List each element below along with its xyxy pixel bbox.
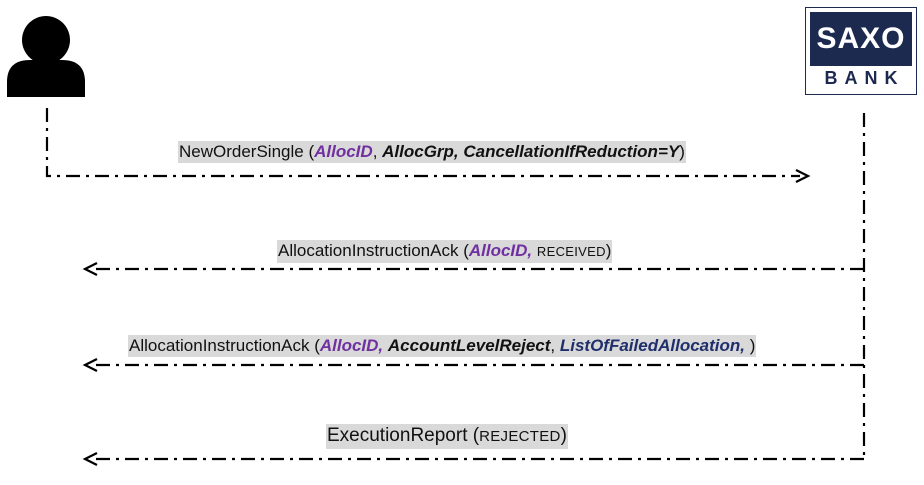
paren-close: ) — [679, 142, 685, 161]
param-alloc-id: AllocID, — [468, 241, 533, 260]
separator: , — [372, 142, 383, 161]
arrowhead-left-icon — [82, 262, 98, 276]
user-icon — [7, 16, 85, 97]
saxo-bank-logo: SAXO BANK — [805, 7, 917, 95]
paren-open: ( — [303, 142, 315, 161]
message-name: ExecutionReport — [327, 425, 468, 446]
message-name: NewOrderSingle — [179, 142, 304, 161]
arrowhead-left-icon — [82, 452, 98, 466]
arrowhead-left-icon — [82, 358, 98, 372]
paren-close: ) — [744, 336, 756, 355]
message-label-allocation-ack-reject: AllocationInstructionAck (AllocID, Accou… — [128, 335, 757, 357]
logo-text-top: SAXO — [810, 12, 912, 66]
logo-text-bottom: BANK — [824, 68, 905, 88]
message-name: AllocationInstructionAck — [278, 241, 459, 260]
arrowhead-right-icon — [795, 169, 811, 183]
paren-open: ( — [309, 336, 320, 355]
param-list-of-failed-allocation: ListOfFailedAllocation, — [559, 336, 745, 355]
param-account-level-reject: AccountLevelReject — [387, 336, 551, 355]
message-label-new-order-single: NewOrderSingle (AllocID, AllocGrp, Cance… — [178, 141, 686, 163]
paren-close: ) — [560, 425, 567, 446]
status-rejected: REJECTED — [479, 428, 561, 445]
param-alloc-id: AllocID, — [319, 336, 384, 355]
separator: , — [550, 336, 560, 355]
message-label-allocation-ack-received: AllocationInstructionAck (AllocID, RECEI… — [277, 240, 613, 263]
paren-close: ) — [605, 241, 612, 260]
paren-open: ( — [467, 425, 480, 446]
param-alloc-id: AllocID — [314, 142, 373, 161]
paren-open: ( — [458, 241, 469, 260]
param-alloc-grp: AllocGrp, CancellationIfReduction=Y — [382, 142, 680, 161]
status-received: RECEIVED — [536, 244, 606, 259]
message-name: AllocationInstructionAck — [129, 336, 310, 355]
message-label-execution-report: ExecutionReport (REJECTED) — [326, 424, 568, 449]
user-lifeline — [45, 108, 800, 178]
